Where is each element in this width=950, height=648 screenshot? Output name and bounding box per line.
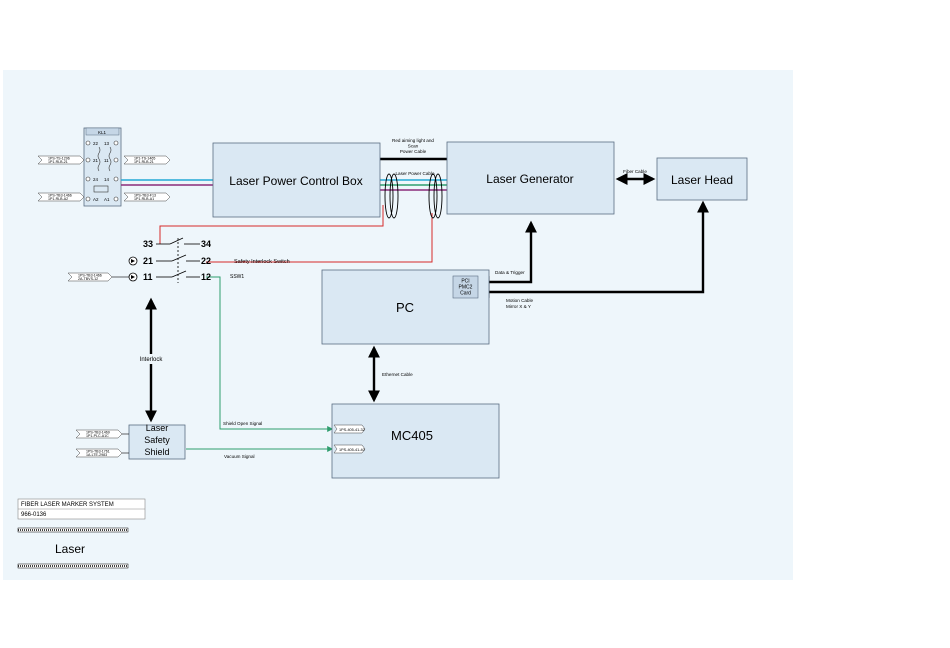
shield-label: Shield bbox=[144, 447, 169, 457]
head-label: Laser Head bbox=[671, 173, 733, 187]
laser-generator: Laser Generator bbox=[446, 141, 615, 215]
switch-title: Safety Interlock Switch bbox=[234, 259, 290, 265]
relay-kl1: KL1 22 21 24 A2 13 11 14 A1 bbox=[83, 127, 122, 207]
shield-label: Safety bbox=[144, 435, 170, 445]
relay-pin: 13 bbox=[104, 141, 110, 146]
cable-label: Data & Trigger bbox=[495, 270, 525, 275]
switch-ref: SSW1 bbox=[230, 274, 244, 280]
cable-label: Shield Open Signal bbox=[223, 421, 262, 426]
switch-terminal: 22 bbox=[201, 256, 211, 266]
section-title: Laser bbox=[55, 542, 85, 556]
connector-tag: 1P1-PLC-A1C bbox=[86, 434, 109, 438]
connector-tag: 1PS-TB3-1466 bbox=[48, 194, 72, 198]
switch-terminal: 21 bbox=[143, 256, 153, 266]
generator-label: Laser Generator bbox=[486, 172, 573, 186]
pmc2-card bbox=[452, 275, 479, 299]
cable-label: Ethernet Cable bbox=[382, 372, 413, 377]
switch-terminal: 12 bbox=[201, 272, 211, 282]
connector-tag: 1PS-TB3-1761 bbox=[86, 450, 110, 454]
relay-pin: 21 bbox=[93, 158, 99, 163]
cable-label: Laser Power Cable bbox=[395, 171, 435, 176]
cable-label: Mirror X & Y bbox=[506, 304, 531, 309]
connector-tag: 1P1-TS-1465 bbox=[134, 157, 155, 161]
relay-pin: 22 bbox=[93, 141, 99, 146]
mc405-block: MC405 1PS-405-41-32 1PS-405-41-40 bbox=[331, 403, 500, 479]
pc-label: PC bbox=[396, 300, 414, 315]
pc-block: PC PCI PMC2 Card bbox=[321, 269, 490, 345]
laser-power-control-box: Laser Power Control Box bbox=[212, 142, 381, 218]
interlock-label-bg bbox=[134, 354, 168, 364]
relay-connectors: 1PS-TS-1296 1P1-RLB-21 1PS-TB3-1466 1P1-… bbox=[37, 155, 171, 202]
cable-label: Vacuum Signal bbox=[224, 454, 255, 459]
cable-label: Motion Cable bbox=[506, 298, 534, 303]
switch-connector bbox=[67, 272, 113, 282]
laser-head: Laser Head bbox=[656, 157, 748, 201]
laser-safety-shield: Laser Safety Shield bbox=[128, 423, 186, 460]
connector-tag: 1A-LTE-2983 bbox=[86, 453, 107, 457]
connector-tag: 1PS-TS-1296 bbox=[48, 157, 70, 161]
title-block: FIBER LASER MARKER SYSTEM 966-0136 Laser bbox=[17, 498, 146, 569]
interlock-label: Interlock bbox=[140, 357, 164, 363]
safety-interlock-switch: 33 21 11 34 22 12 Safety Interlock Switc… bbox=[67, 237, 290, 283]
relay-title: KL1 bbox=[98, 130, 107, 135]
relay-pin: 24 bbox=[93, 177, 99, 182]
switch-terminal: 34 bbox=[201, 239, 211, 249]
power-box-label: Laser Power Control Box bbox=[229, 174, 362, 188]
title-block-name: FIBER LASER MARKER SYSTEM bbox=[21, 502, 114, 508]
connector-tag: 1PS-TB3-F13 bbox=[134, 194, 156, 198]
switch-terminal: 33 bbox=[143, 239, 153, 249]
connector-tag: 2A-TBVS-12 bbox=[78, 277, 98, 281]
cable-motion bbox=[477, 200, 709, 298]
cable-label: Power Cable bbox=[400, 149, 427, 154]
cable-label: Scan bbox=[408, 144, 419, 149]
switch-terminal: 11 bbox=[143, 272, 153, 282]
connector-tag: 1P1-RLB-A1 bbox=[134, 197, 154, 201]
mc405-port: 1PS-405-41-40 bbox=[339, 448, 365, 452]
connector-tag: 1P1-RLB-21 bbox=[48, 160, 68, 164]
relay-pin: A1 bbox=[104, 197, 110, 202]
relay-pin: A2 bbox=[93, 197, 99, 202]
mc405-label: MC405 bbox=[391, 428, 433, 443]
shield-label: Laser bbox=[146, 423, 169, 433]
cable-shield-open bbox=[206, 276, 334, 432]
relay-pin: 11 bbox=[104, 158, 109, 163]
pmc2-card-label: PMC2 bbox=[459, 285, 473, 291]
title-block-number: 966-0136 bbox=[21, 512, 47, 518]
pmc2-card-label: Card bbox=[460, 291, 471, 297]
cable-label: Red aiming light and bbox=[392, 138, 434, 143]
cable-red-interlock bbox=[159, 205, 384, 244]
ferrite-cores bbox=[384, 173, 443, 219]
pmc2-card-label: PCI bbox=[461, 279, 469, 285]
connector-tag: 1P1-RLB-A2 bbox=[48, 197, 68, 201]
connector-tag: 1PS-TB3-1469 bbox=[86, 431, 110, 435]
connector-tag: 1P1-RLB-21 bbox=[134, 160, 154, 164]
shield-connectors: 1PS-TB3-1469 1P1-PLC-A1C 1PS-TB3-1761 1A… bbox=[75, 429, 129, 458]
cable-label: Fiber Cable bbox=[623, 169, 647, 174]
relay-pin: 14 bbox=[104, 177, 110, 182]
connector-tag: 1PS-TB3-1466 bbox=[78, 274, 102, 278]
cable-red-interlock bbox=[206, 213, 433, 263]
mc405-port: 1PS-405-41-32 bbox=[339, 428, 365, 432]
